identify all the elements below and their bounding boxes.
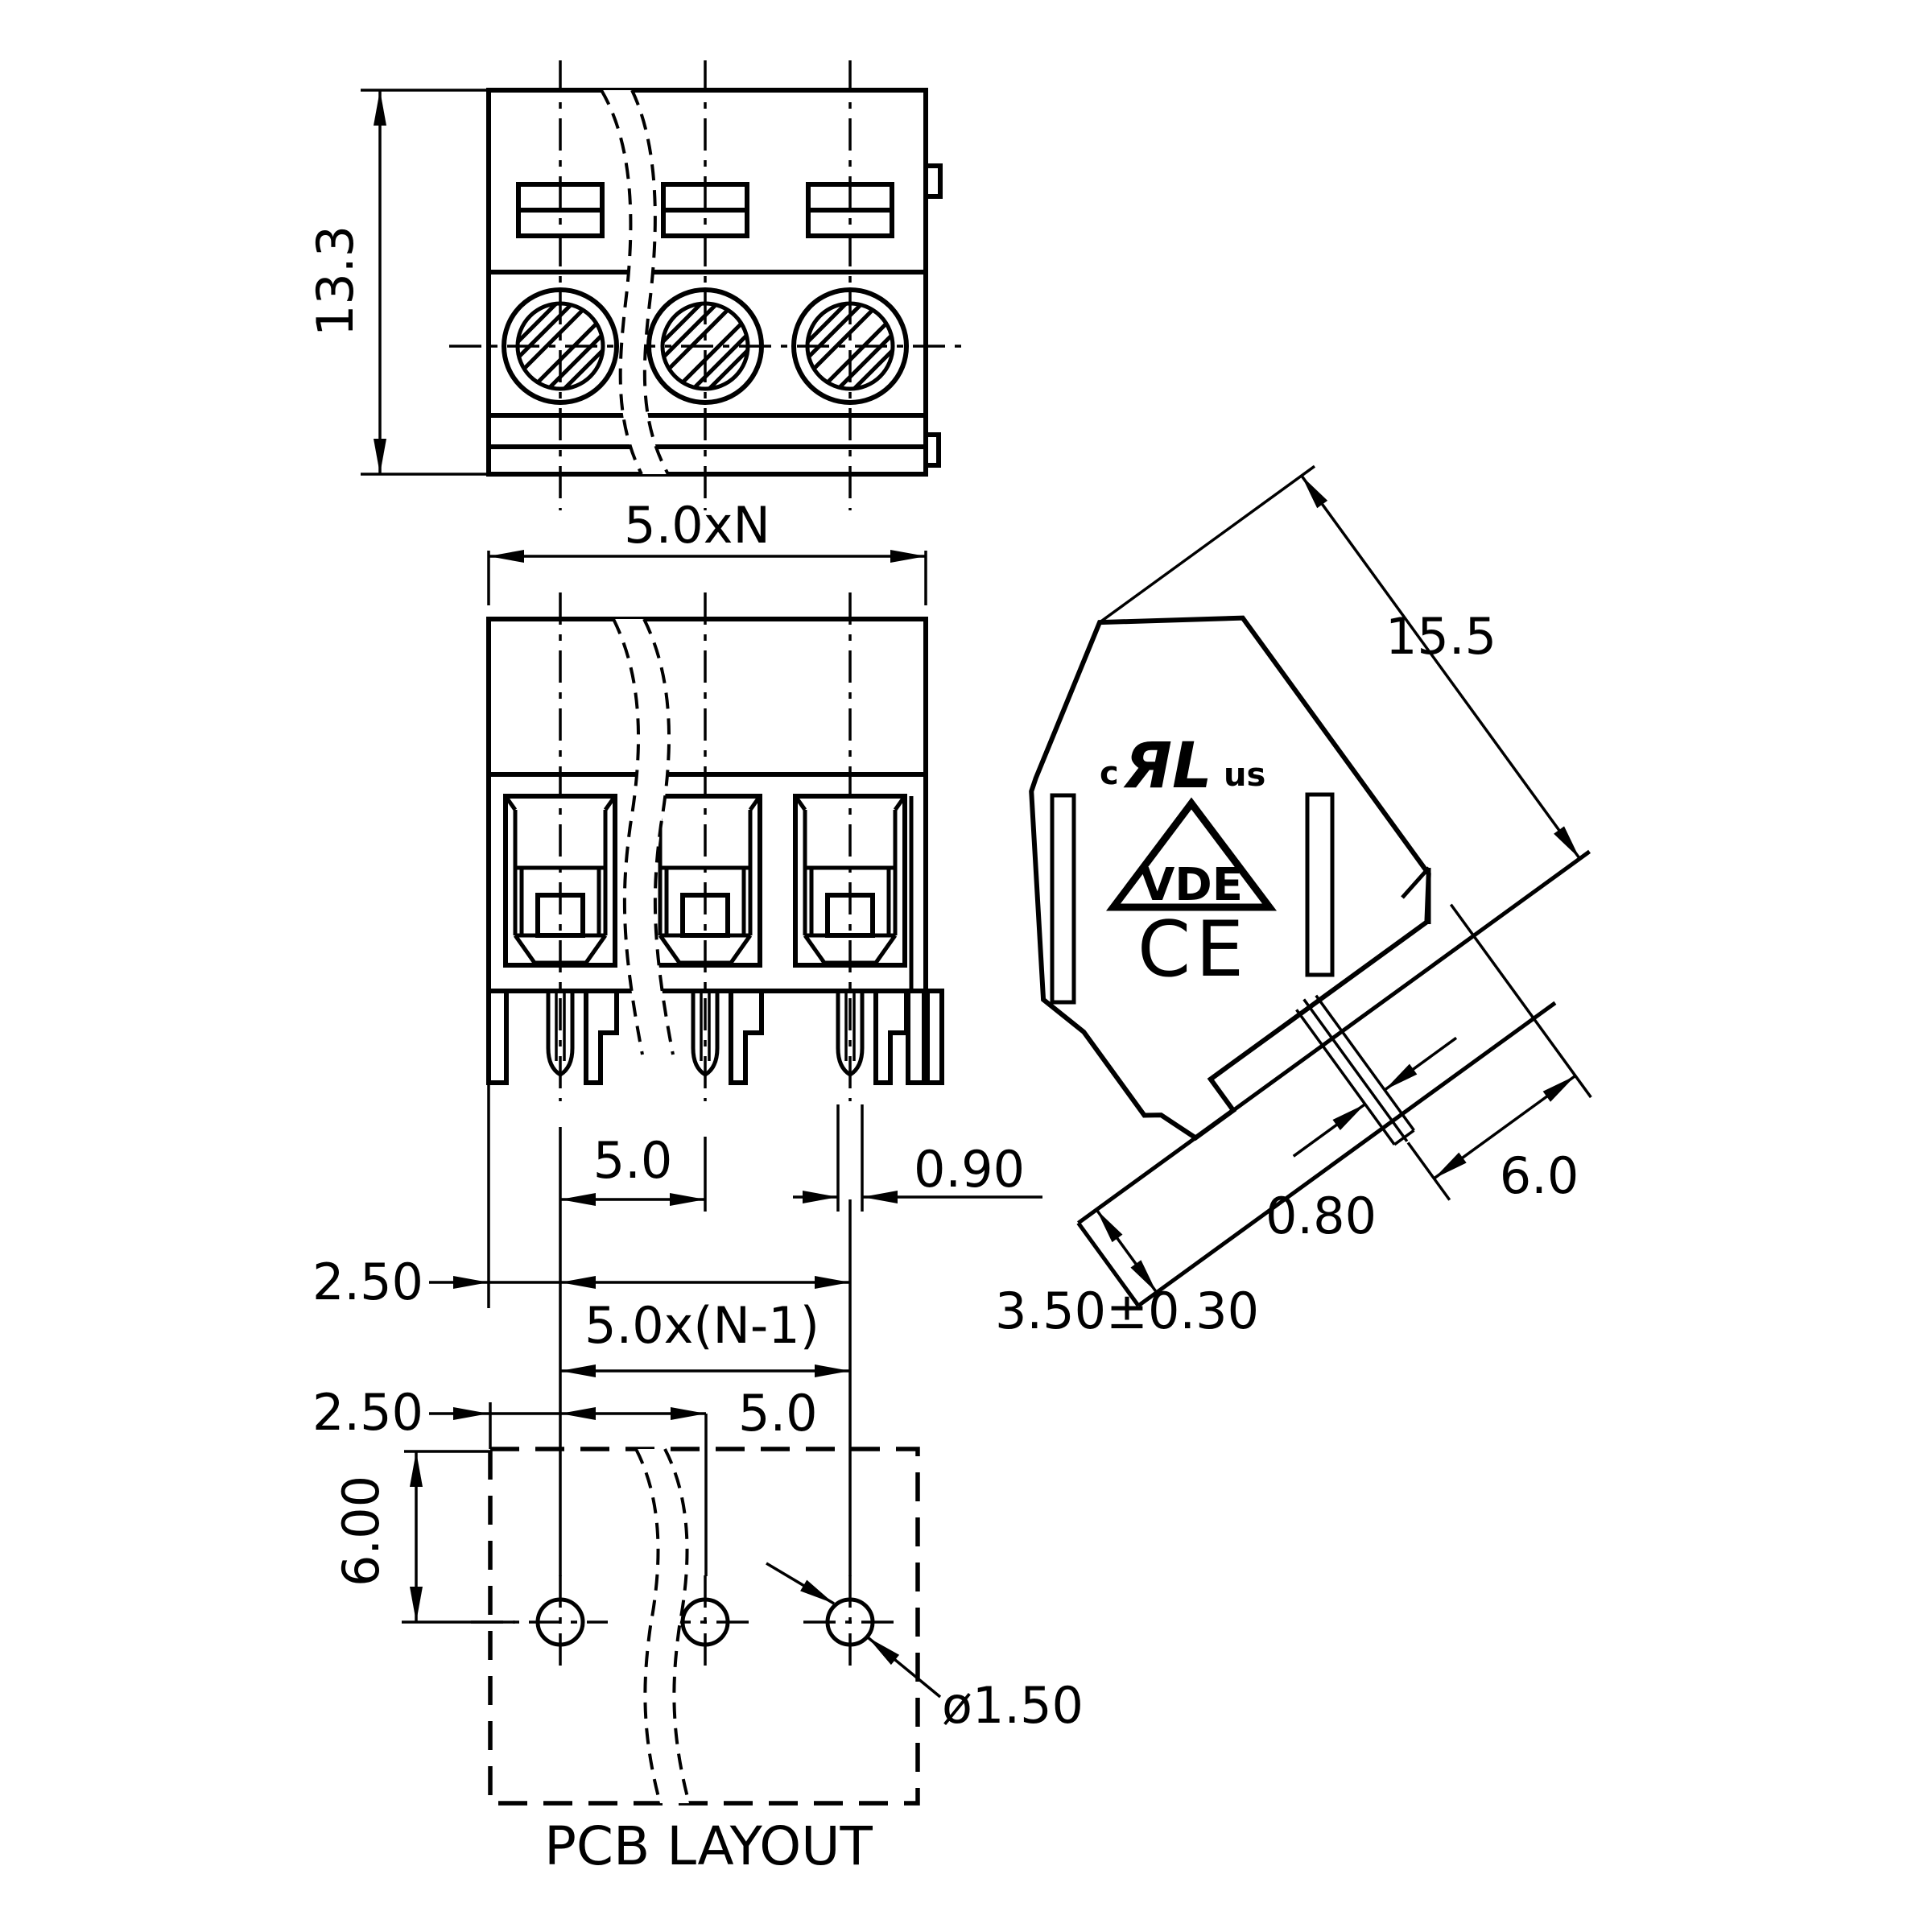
dim-13-3-label: 13.3	[306, 225, 365, 336]
latch-bump-top	[923, 163, 943, 199]
break-line	[630, 89, 670, 475]
mold-groove-left	[1050, 793, 1076, 1005]
vde-triangle-icon	[1105, 797, 1278, 911]
dim-pin-thickness-label: 0.80	[1265, 1187, 1377, 1245]
dim-overall-height-label: 15.5	[1385, 607, 1496, 666]
dim-span-row1: 5.0x(N-1)	[560, 1199, 852, 1576]
dim-row-offset-6-00: 6.00	[332, 1450, 515, 1624]
dim-edge-offset-label: 2.50	[312, 1253, 423, 1311]
dim-pin-width-0-90: 0.90	[793, 1104, 1042, 1212]
top-view: 13.3	[306, 60, 964, 510]
dim-pcb-edge-offset-2-50: 2.50	[312, 1383, 560, 1449]
top-view-body	[486, 88, 928, 477]
pcb-layout-caption: PCB LAYOUT	[544, 1815, 873, 1877]
dim-13-3: 13.3	[306, 89, 486, 476]
ul-us-label: us	[1224, 757, 1265, 794]
pcb-layout-view: 2.50 5.0 6.00	[312, 1383, 1084, 1877]
dim-overall-height-15-5	[1098, 464, 1581, 860]
dim-pin-width-label: 0.90	[914, 1140, 1025, 1199]
dim-pin-thickness-0-80	[1292, 1036, 1458, 1158]
dim-pcb-thickness-3-50	[1095, 1208, 1158, 1294]
footprint-outline	[488, 1447, 920, 1806]
clamp-units	[503, 794, 907, 968]
latch-bump-bottom	[923, 432, 941, 468]
dim-span-label: 5.0x(N-1)	[584, 1296, 819, 1355]
dim-pitch-5-0: 5.0	[559, 1127, 707, 1576]
dim-pcb-edge-offset-label: 2.50	[312, 1383, 423, 1442]
break-line	[634, 1448, 662, 1804]
dim-pin-to-front-label: 6.0	[1500, 1146, 1579, 1205]
dim-pcb-pitch-label: 5.0	[738, 1384, 818, 1443]
ul-recognized-icon: ЯL	[1123, 730, 1212, 803]
dim-pcb-pitch-5-0: 5.0	[560, 1384, 818, 1576]
mounting-legs	[486, 989, 944, 1085]
mold-groove-right	[1305, 792, 1335, 977]
vde-label: VDE	[1140, 859, 1243, 911]
dim-hole-dia: ø1.50	[766, 1562, 1084, 1735]
dim-pitch-label: 5.0	[593, 1131, 673, 1190]
ul-c-label: c	[1100, 755, 1119, 792]
wire-funnel-edge	[1401, 866, 1430, 899]
break-line	[600, 89, 643, 475]
dim-hole-dia-label: ø1.50	[942, 1676, 1084, 1735]
certification-marks: c ЯL us VDE CE	[1100, 730, 1278, 994]
side-view: c ЯL us VDE CE 15.5 6.0 0.80 3.50±0.30	[995, 464, 1592, 1340]
ce-mark: CE	[1137, 906, 1249, 994]
dim-5-0xN: 5.0xN	[487, 496, 927, 605]
dim-pin-to-front-6-0	[1406, 903, 1592, 1201]
dim-5-0xN-label: 5.0xN	[624, 496, 770, 555]
dim-row-offset-label: 6.00	[332, 1476, 390, 1587]
break-line	[612, 618, 644, 1055]
dim-edge-offset-2-50: 2.50	[312, 1083, 560, 1311]
front-view: 5.0xN	[312, 496, 1042, 1576]
front-view-body	[486, 617, 928, 993]
dim-pcb-thickness-label: 3.50±0.30	[995, 1282, 1259, 1340]
solder-pin-side	[1295, 994, 1415, 1146]
break-line	[663, 1448, 691, 1804]
break-line	[642, 618, 675, 1055]
